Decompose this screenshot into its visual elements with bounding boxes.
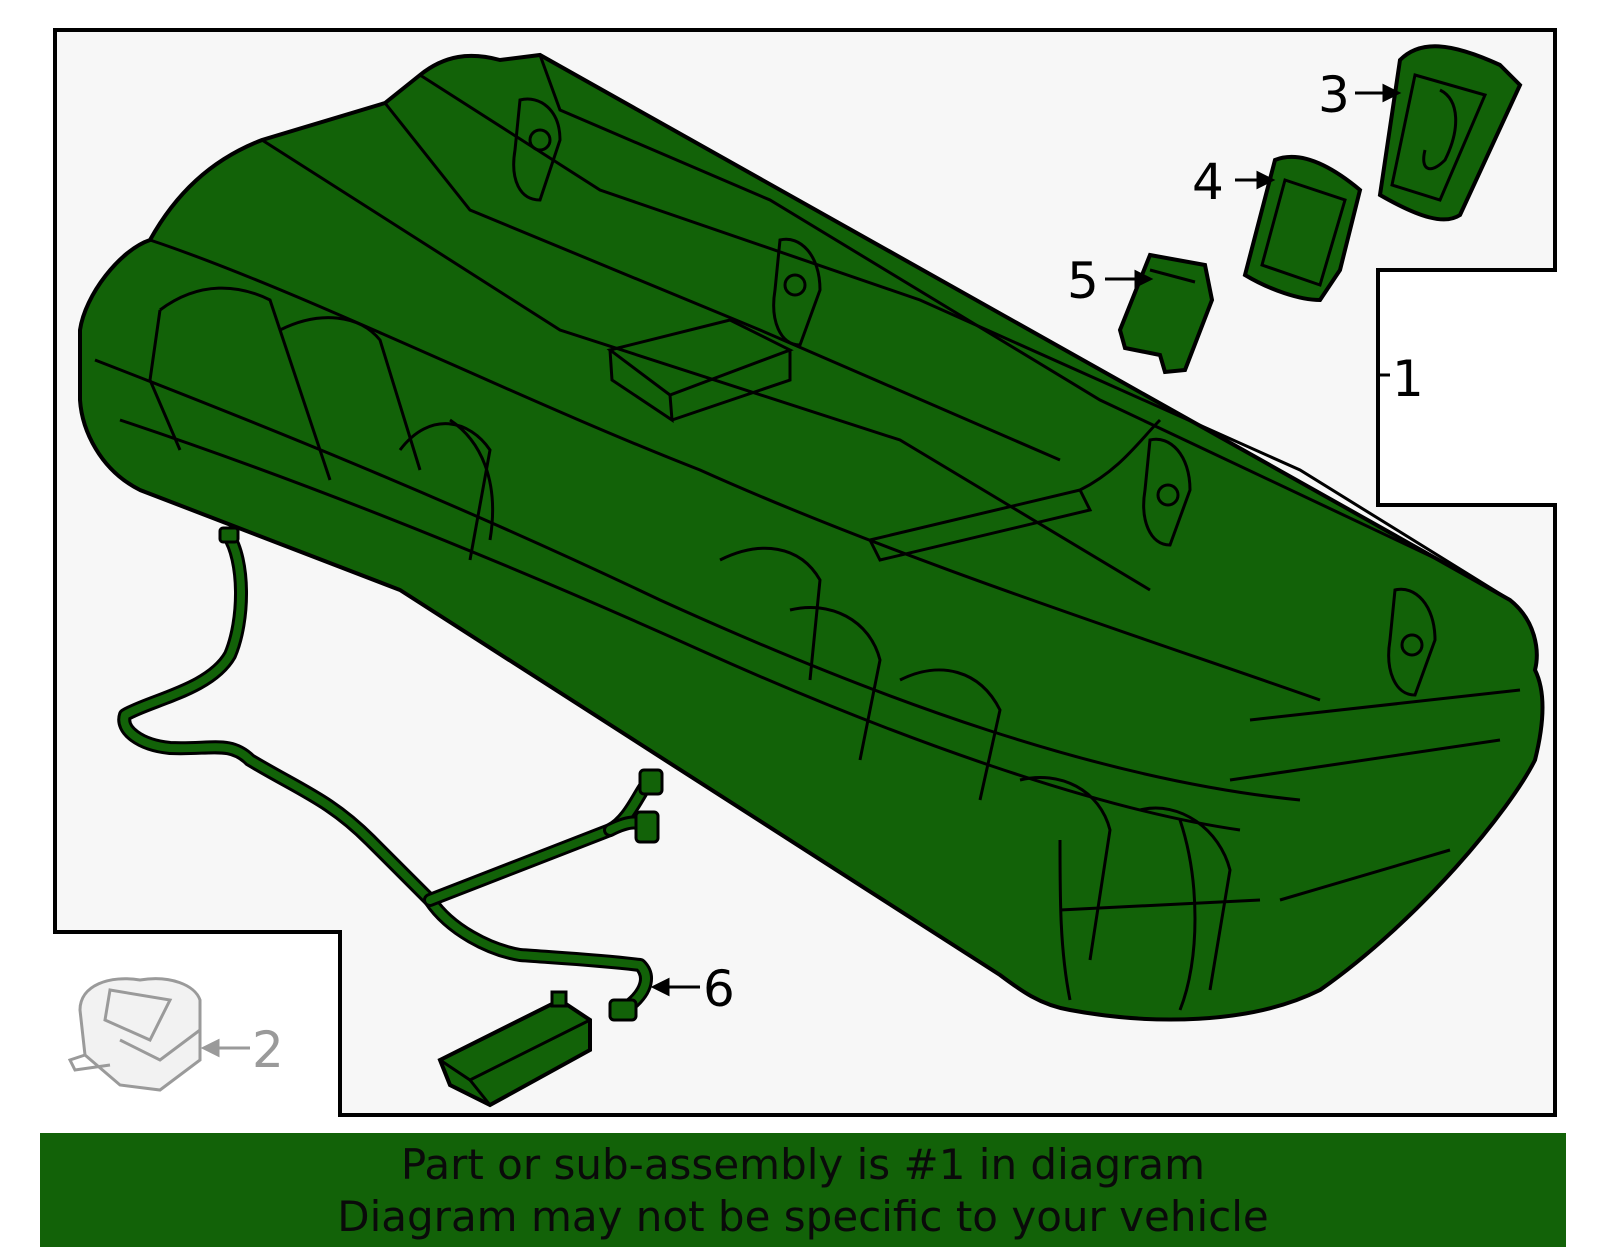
diagram-canvas: 1 2 3 4 5 6 xyxy=(53,28,1557,1117)
ghost-part-2 xyxy=(67,977,202,1092)
callout-2: 2 xyxy=(252,1021,284,1079)
cup-holder-part[interactable] xyxy=(1377,44,1523,222)
callout-1: 1 xyxy=(1392,350,1424,408)
cup-holder-insert-part[interactable] xyxy=(1242,154,1363,303)
callout-leader-2 xyxy=(200,1038,250,1058)
disclaimer-banner: Part or sub-assembly is #1 in diagram Di… xyxy=(40,1133,1566,1247)
seat-cushion-part[interactable] xyxy=(78,52,1545,1022)
control-module-part[interactable] xyxy=(437,990,592,1108)
callout-4: 4 xyxy=(1192,153,1224,211)
wiring-harness-part[interactable] xyxy=(117,526,664,1022)
callout-3: 3 xyxy=(1318,66,1350,124)
callout-5: 5 xyxy=(1067,252,1099,310)
callout-leaders xyxy=(650,83,1402,997)
clip-bracket-part[interactable] xyxy=(1117,252,1215,375)
banner-line-1: Part or sub-assembly is #1 in diagram xyxy=(400,1140,1206,1189)
banner-line-2: Diagram may not be specific to your vehi… xyxy=(337,1192,1269,1241)
callout-6: 6 xyxy=(703,960,735,1018)
